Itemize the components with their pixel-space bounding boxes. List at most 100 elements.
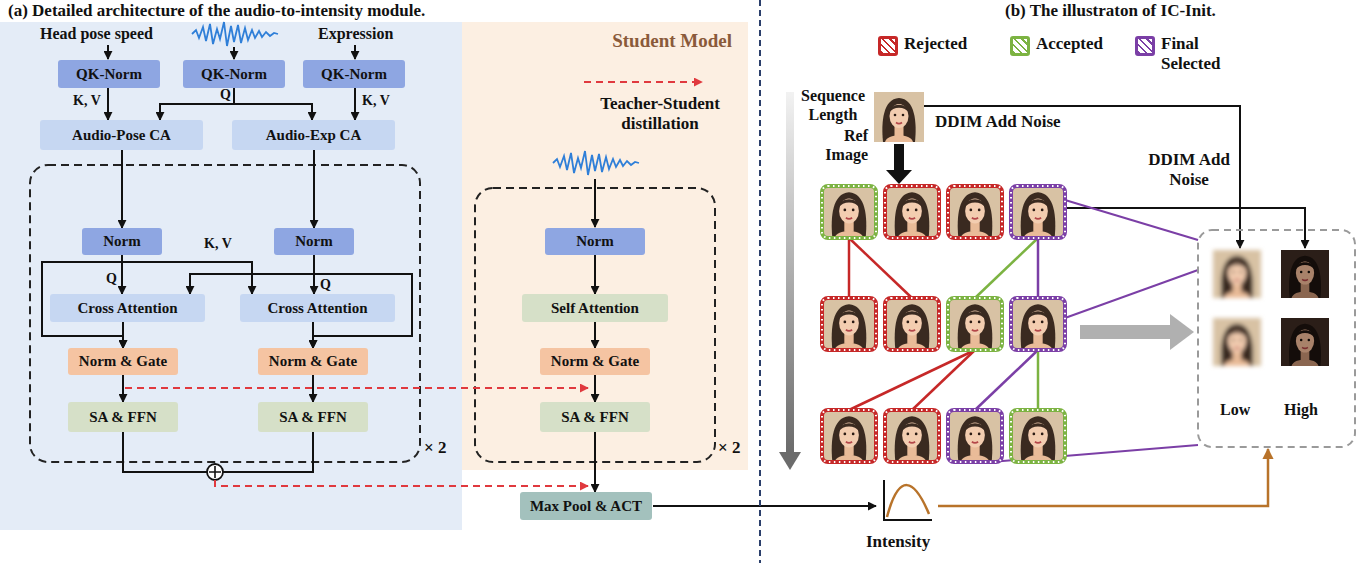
path-shape (1065, 200, 1198, 240)
annotation: High (1284, 400, 1318, 419)
rect-shape (1011, 298, 1065, 350)
rect-shape (885, 410, 939, 462)
process-box: Audio-Exp CA (232, 120, 395, 150)
panel-title: (b) The illustraton of IC-Init. (1005, 1, 1216, 21)
legend-swatch (1135, 36, 1155, 56)
rect-shape (475, 188, 715, 462)
process-box: QK-Norm (303, 60, 405, 88)
rect-shape (1011, 186, 1065, 238)
path-shape (209, 466, 221, 478)
legend-text: Teacher-Student distillation (590, 94, 730, 135)
connector (594, 255, 596, 294)
connector (160, 88, 234, 120)
rect-shape (1011, 410, 1065, 462)
path-shape (975, 238, 1038, 298)
use-shape (886, 410, 938, 462)
g-shape (553, 151, 639, 175)
process-box: Norm (82, 228, 162, 255)
box-label: Norm (295, 233, 333, 250)
rect-shape (0, 22, 462, 530)
legend-swatch (1010, 36, 1030, 56)
polygon-shape (1170, 314, 1194, 350)
g-shape (822, 186, 1065, 462)
path-shape (924, 106, 1240, 248)
box-label: Norm (103, 233, 141, 250)
connector (121, 150, 123, 228)
path-shape (107, 45, 109, 59)
annotation: × 2 (424, 438, 446, 458)
path-shape (975, 350, 1038, 410)
annotation: DDIM Add Noise (935, 112, 1061, 132)
use-shape (949, 186, 1001, 238)
path-shape (594, 179, 596, 227)
box-label: SA & FFN (561, 409, 629, 426)
use-shape (1281, 318, 1329, 366)
rect-shape (786, 92, 794, 452)
edge-label: Q (219, 88, 232, 102)
box-label: Norm (576, 233, 614, 250)
rect-shape (948, 410, 1002, 462)
path-shape (848, 238, 851, 298)
annotation: Sequence Length (797, 86, 869, 124)
legend-text: Accepted (1036, 34, 1103, 54)
annotation: × 2 (718, 438, 740, 458)
box-label: QK-Norm (201, 66, 267, 83)
use-shape (886, 298, 938, 350)
rect-shape (822, 186, 876, 238)
rect-shape (1011, 298, 1065, 350)
annotation: DDIM Add Noise (1143, 150, 1235, 191)
rect-shape (822, 186, 876, 238)
g-shape (822, 186, 1065, 462)
connector (234, 88, 312, 120)
annotation: Expression (318, 24, 393, 43)
box-label: Norm & Gate (79, 353, 167, 370)
edge-label: K, V (361, 94, 391, 108)
rect-shape (462, 22, 748, 470)
connector (190, 255, 314, 294)
rect-shape (948, 186, 1002, 238)
box-label: Self Attention (551, 300, 639, 317)
rect-shape (1011, 186, 1065, 238)
use-shape (886, 186, 938, 238)
process-box: Norm (274, 228, 354, 255)
annotation: Ref Image (810, 126, 868, 164)
path-shape (553, 151, 639, 175)
connector (312, 375, 314, 402)
use-shape (1281, 250, 1329, 298)
rect-shape (885, 186, 939, 238)
rect-shape (885, 186, 939, 238)
rect-shape (1080, 325, 1170, 339)
box-label: Cross Attention (77, 300, 177, 317)
use-shape (1012, 186, 1064, 238)
circle-shape (207, 464, 223, 480)
rect-shape (948, 298, 1002, 350)
process-box: Audio-Pose CA (40, 120, 203, 150)
panel-title: (a) Detailed architecture of the audio-t… (8, 1, 425, 21)
process-box: QK-Norm (183, 60, 285, 88)
legend-swatch (878, 36, 898, 56)
box-label: Cross Attention (267, 300, 367, 317)
path-shape (1065, 270, 1198, 318)
rect-shape (822, 298, 876, 350)
rect-shape (822, 410, 876, 462)
connector (313, 150, 315, 228)
path-shape (584, 81, 702, 83)
rect-shape (885, 298, 939, 350)
path-shape (125, 387, 588, 389)
path-shape (653, 505, 876, 507)
rect-shape (1011, 410, 1065, 462)
rect-shape (948, 186, 1002, 238)
rect-shape (948, 298, 1002, 350)
legend-text: Final Selected (1161, 34, 1241, 75)
connector (594, 375, 596, 402)
annotation: Low (1220, 400, 1250, 419)
panel-heading: Student Model (612, 31, 732, 52)
path-shape (123, 432, 207, 472)
process-box: Norm & Gate (68, 348, 178, 375)
process-box: SA & FFN (540, 402, 650, 432)
box-label: Audio-Exp CA (266, 127, 361, 144)
use-shape (823, 186, 875, 238)
path-shape (223, 432, 313, 472)
rect-shape (822, 298, 876, 350)
